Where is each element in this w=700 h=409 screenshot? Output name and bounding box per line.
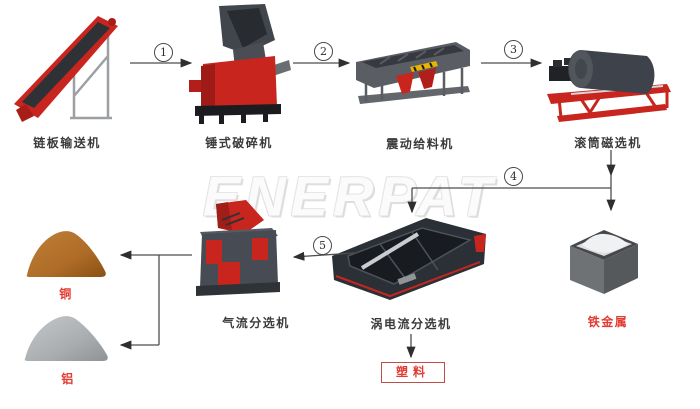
vibrating-feeder-illustration <box>356 42 470 104</box>
chain-conveyor-illustration <box>14 16 118 122</box>
label-copper: 铜 <box>59 287 73 301</box>
label-plastic: 塑料 <box>395 365 430 379</box>
step-number-1: 1 <box>154 43 173 62</box>
step-number-5: 5 <box>313 236 332 255</box>
step-number-2: 2 <box>314 42 333 61</box>
step-number-3: 3 <box>504 40 523 59</box>
eddy-current-separator-illustration <box>332 218 486 300</box>
air-separator-illustration <box>196 200 280 296</box>
label-aluminum: 铝 <box>61 372 75 386</box>
iron-metal-bin-illustration <box>570 230 638 294</box>
label-iron-metal: 铁金属 <box>587 315 629 329</box>
label-chain-conveyor: 链板输送机 <box>33 136 101 150</box>
hammer-crusher-illustration <box>189 4 291 124</box>
aluminum-pile-illustration <box>24 316 108 361</box>
drum-magnetic-separator-illustration <box>547 50 671 122</box>
label-drum-magnetic-separator: 滚筒磁选机 <box>574 136 642 150</box>
label-vibrating-feeder: 震动给料机 <box>386 137 454 151</box>
label-air-separator: 气流分选机 <box>222 316 290 330</box>
step-number-4: 4 <box>504 167 523 186</box>
connector-step5 <box>292 251 355 261</box>
label-hammer-crusher: 锤式破碎机 <box>205 136 273 150</box>
plastic-output-box: 塑料 <box>381 362 445 383</box>
label-eddy-current-separator: 涡电流分选机 <box>370 317 452 331</box>
copper-pile-illustration <box>26 231 106 277</box>
